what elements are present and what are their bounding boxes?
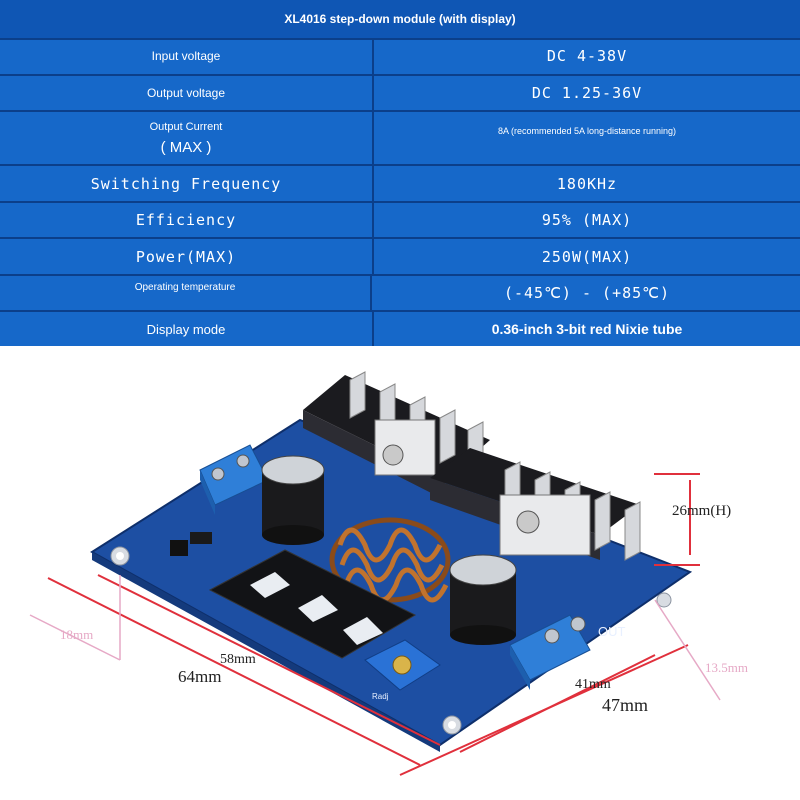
- dimension-lines: [47, 473, 700, 776]
- inductor-coil-icon: [329, 517, 451, 603]
- spec-row-switching-frequency: Switching Frequency 180KHz: [0, 166, 800, 203]
- spec-label-max: ( MAX ): [160, 138, 212, 156]
- pcb-adj-label: Radj: [372, 692, 389, 701]
- spec-row-efficiency: Efficiency 95% (MAX): [0, 203, 800, 239]
- dimension-label-64mm: 64mm: [178, 667, 222, 686]
- spec-label: Switching Frequency: [0, 166, 374, 201]
- spec-table: XL4016 step-down module (with display) I…: [0, 0, 800, 346]
- spec-label: Power(MAX): [0, 239, 374, 274]
- capacitor-icon: [449, 554, 517, 645]
- dimension-label-13-5mm: 13.5mm: [705, 660, 748, 675]
- board-photo: [29, 371, 721, 776]
- transistor-icon: [170, 540, 188, 556]
- spec-value: 250W(MAX): [541, 247, 633, 266]
- spec-value: DC 4-38V: [546, 47, 628, 65]
- spec-label: Efficiency: [0, 203, 374, 237]
- dimension-label-26mm-height: 26mm(H): [672, 503, 732, 519]
- spec-label: Operating temperature: [0, 276, 372, 310]
- capacitor-icon: [261, 455, 325, 545]
- diode-icon: [190, 532, 212, 544]
- dimension-label-58mm: 58mm: [220, 652, 256, 667]
- spec-value: (-45℃) - (+85℃): [503, 284, 671, 302]
- spec-value: 180KHz: [556, 174, 618, 193]
- spec-row-output-current: Output Current ( MAX ) 8A (recommended 5…: [0, 112, 800, 166]
- potentiometer-icon: [364, 639, 441, 691]
- dimension-label-41mm: 41mm: [575, 677, 611, 692]
- dimension-lines-light: [29, 575, 721, 701]
- spec-value: 0.36-inch 3-bit red Nixie tube: [491, 321, 683, 337]
- spec-value: DC 1.25-36V: [531, 84, 643, 102]
- heatsink-icon: [430, 448, 641, 561]
- pcb-out-label: OUT: [598, 624, 626, 639]
- spec-label: Output voltage: [0, 76, 374, 110]
- input-terminal-icon: [199, 444, 269, 515]
- spec-row-input-voltage: Input voltage DC 4-38V: [0, 38, 800, 76]
- spec-row-output-voltage: Output voltage DC 1.25-36V: [0, 76, 800, 112]
- spec-row-power: Power(MAX) 250W(MAX): [0, 239, 800, 276]
- mounting-hole-icon: [656, 592, 672, 608]
- seven-segment-display-icon: [208, 549, 417, 659]
- mounting-hole-icon: [442, 715, 462, 735]
- spec-label: Output Current: [149, 120, 223, 133]
- spec-label: Display mode: [0, 312, 374, 346]
- spec-row-operating-temperature: Operating temperature (-45℃) - (+85℃): [0, 276, 800, 312]
- spec-value: 95% (MAX): [541, 211, 633, 229]
- mounting-hole-icon: [110, 546, 130, 566]
- spec-label: Input voltage: [0, 38, 374, 74]
- spec-row-display-mode: Display mode 0.36-inch 3-bit red Nixie t…: [0, 312, 800, 346]
- dimension-label-47mm: 47mm: [602, 695, 649, 715]
- spec-label-group: Output Current ( MAX ): [0, 112, 374, 164]
- output-terminal-icon: [509, 614, 591, 690]
- table-title: XL4016 step-down module (with display): [0, 0, 800, 40]
- spec-value: 8A (recommended 5A long-distance running…: [497, 126, 677, 136]
- dimension-label-18mm: 18mm: [60, 627, 94, 642]
